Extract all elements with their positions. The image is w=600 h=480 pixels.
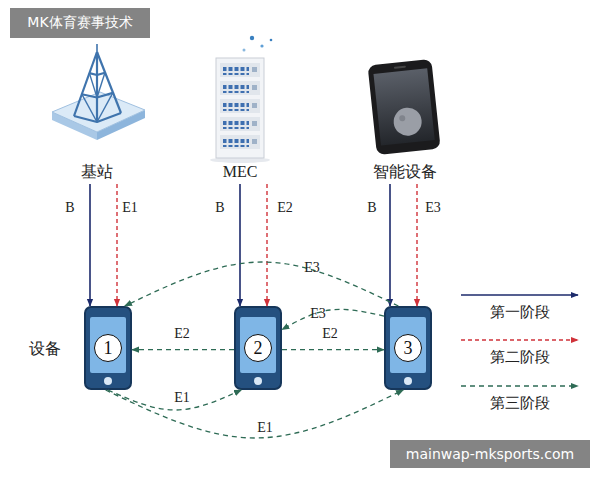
legend-entry: 第一阶段 bbox=[458, 289, 582, 322]
legend-text: 第一阶段 bbox=[458, 303, 582, 322]
device-number: 1 bbox=[94, 334, 122, 362]
device-phone: 2 bbox=[234, 306, 282, 390]
device-phone: 1 bbox=[84, 306, 132, 390]
watermark: MK体育赛事技术 bbox=[10, 8, 150, 38]
node-label: 智能设备 bbox=[360, 160, 450, 184]
legend-text: 第二阶段 bbox=[458, 348, 582, 367]
flow-arrow bbox=[106, 390, 404, 438]
signal-label: E3 bbox=[304, 260, 320, 276]
legend-line bbox=[461, 339, 578, 340]
smartphone-icon bbox=[368, 59, 441, 155]
mec-server-icon-part bbox=[223, 119, 249, 129]
signal-label: E2 bbox=[174, 326, 190, 342]
signal-label: E1 bbox=[174, 390, 190, 406]
mec-server-icon-part bbox=[250, 36, 254, 40]
node-name: 基站 bbox=[81, 162, 113, 183]
base-station-icon-part bbox=[52, 92, 145, 132]
legend-sample bbox=[458, 380, 582, 392]
legend-line bbox=[461, 385, 578, 386]
base-station-icon-part bbox=[96, 44, 98, 52]
flow-arrow bbox=[282, 349, 384, 350]
device-phone: 3 bbox=[384, 306, 432, 390]
signal-label: E2 bbox=[277, 200, 293, 216]
legend-line bbox=[461, 294, 578, 296]
smartphone-icon-part bbox=[373, 68, 434, 145]
signal-label: E2 bbox=[322, 326, 338, 342]
legend-entry: 第二阶段 bbox=[458, 334, 582, 367]
flow-arrow bbox=[266, 184, 267, 306]
node-label: MEC bbox=[195, 160, 285, 184]
device-number: 2 bbox=[244, 334, 272, 362]
flow-arrow bbox=[389, 184, 391, 306]
smartphone-icon-part bbox=[368, 59, 441, 155]
node-name: MEC bbox=[223, 163, 258, 181]
watermark: mainwap-mksports.com bbox=[390, 440, 590, 468]
mec-server-icon-part bbox=[220, 117, 260, 131]
base-station-icon-part bbox=[96, 52, 98, 122]
mec-server-icon-part bbox=[223, 65, 249, 75]
flow-arrow bbox=[116, 184, 117, 306]
smartphone-icon-part bbox=[394, 66, 406, 69]
signal-label: E3 bbox=[425, 200, 441, 216]
node-label: 基站 bbox=[52, 160, 142, 184]
signal-label: E3 bbox=[310, 306, 326, 322]
base-station-icon-part bbox=[74, 52, 97, 116]
mec-server-icon-part bbox=[220, 135, 260, 149]
mec-server-icon-part bbox=[220, 81, 260, 95]
mec-server-icon-part bbox=[220, 99, 260, 113]
mec-server-icon-part bbox=[243, 49, 246, 52]
mec-server-icon-part bbox=[216, 58, 264, 158]
base-station-icon-part bbox=[97, 73, 105, 98]
signal-label: E1 bbox=[122, 200, 138, 216]
mec-server-icon-part bbox=[252, 139, 257, 144]
base-station-icon-part bbox=[97, 93, 113, 122]
base-station-icon-part bbox=[89, 73, 105, 75]
flow-arrow bbox=[89, 184, 91, 306]
mec-server-icon bbox=[210, 36, 272, 163]
mec-server-icon-part bbox=[252, 103, 257, 108]
mec-server-icon-part bbox=[252, 121, 257, 126]
mec-server-icon-part bbox=[260, 44, 263, 47]
smartphone-icon-part bbox=[392, 106, 423, 137]
group-label: 设备 bbox=[29, 339, 61, 360]
mec-server-icon-part bbox=[252, 67, 257, 72]
mec-server-icon-part bbox=[220, 63, 260, 77]
mec-server-icon-part bbox=[252, 85, 257, 90]
mec-server-icon-part bbox=[270, 39, 273, 42]
legend-entry: 第三阶段 bbox=[458, 380, 582, 413]
flow-arrow bbox=[416, 184, 417, 306]
flow-arrow bbox=[239, 184, 241, 306]
signal-label: E1 bbox=[257, 420, 273, 436]
base-station-icon bbox=[52, 44, 145, 140]
mec-server-icon-part bbox=[223, 83, 249, 93]
node-name: 智能设备 bbox=[373, 162, 437, 183]
mec-server-icon-part bbox=[223, 101, 249, 111]
base-station-icon-part bbox=[82, 94, 97, 122]
device-number: 3 bbox=[394, 334, 422, 362]
legend-text: 第三阶段 bbox=[458, 394, 582, 413]
legend-sample bbox=[458, 289, 582, 301]
smartphone-icon-part bbox=[399, 115, 406, 122]
legend-sample bbox=[458, 334, 582, 346]
base-station-icon-part bbox=[89, 73, 97, 97]
signal-label: B bbox=[65, 200, 74, 216]
base-station-icon-part bbox=[74, 44, 121, 122]
flow-arrow bbox=[108, 390, 241, 410]
flow-arrow bbox=[125, 262, 399, 306]
signal-label: B bbox=[215, 200, 224, 216]
flow-arrow bbox=[132, 349, 234, 350]
base-station-icon-part bbox=[97, 52, 121, 113]
mec-server-icon-part bbox=[223, 137, 249, 147]
signal-label: B bbox=[367, 200, 376, 216]
